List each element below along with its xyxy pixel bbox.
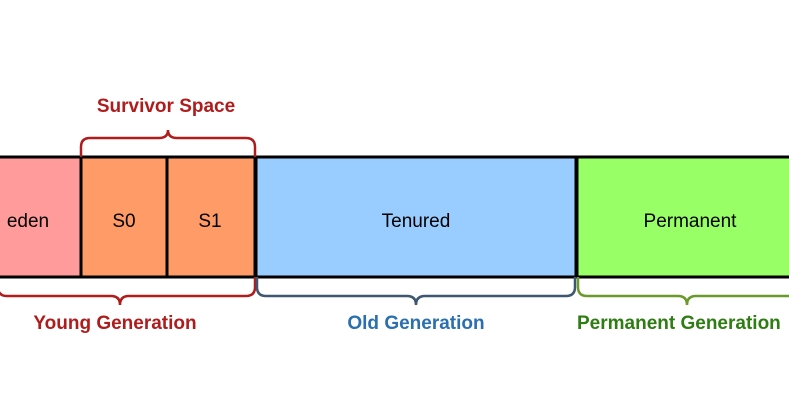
permanent-block xyxy=(575,155,789,279)
tenured-label: Tenured xyxy=(382,211,451,232)
survivor-space-brace xyxy=(79,129,257,157)
survivor-space-label: Survivor Space xyxy=(97,96,235,117)
permanent-generation-label: Permanent Generation xyxy=(577,313,781,334)
old-generation-label: Old Generation xyxy=(347,313,484,334)
eden-label: eden xyxy=(7,211,49,232)
s0-block xyxy=(79,155,169,279)
s0-label: S0 xyxy=(112,211,135,232)
young-generation-brace xyxy=(0,277,257,306)
permanent-generation-brace xyxy=(576,277,789,306)
young-generation-label: Young Generation xyxy=(33,313,196,334)
s1-block xyxy=(165,155,257,279)
permanent-label: Permanent xyxy=(644,211,738,232)
tenured-block xyxy=(254,155,578,279)
old-generation-brace xyxy=(255,277,577,306)
s1-label: S1 xyxy=(198,211,221,232)
